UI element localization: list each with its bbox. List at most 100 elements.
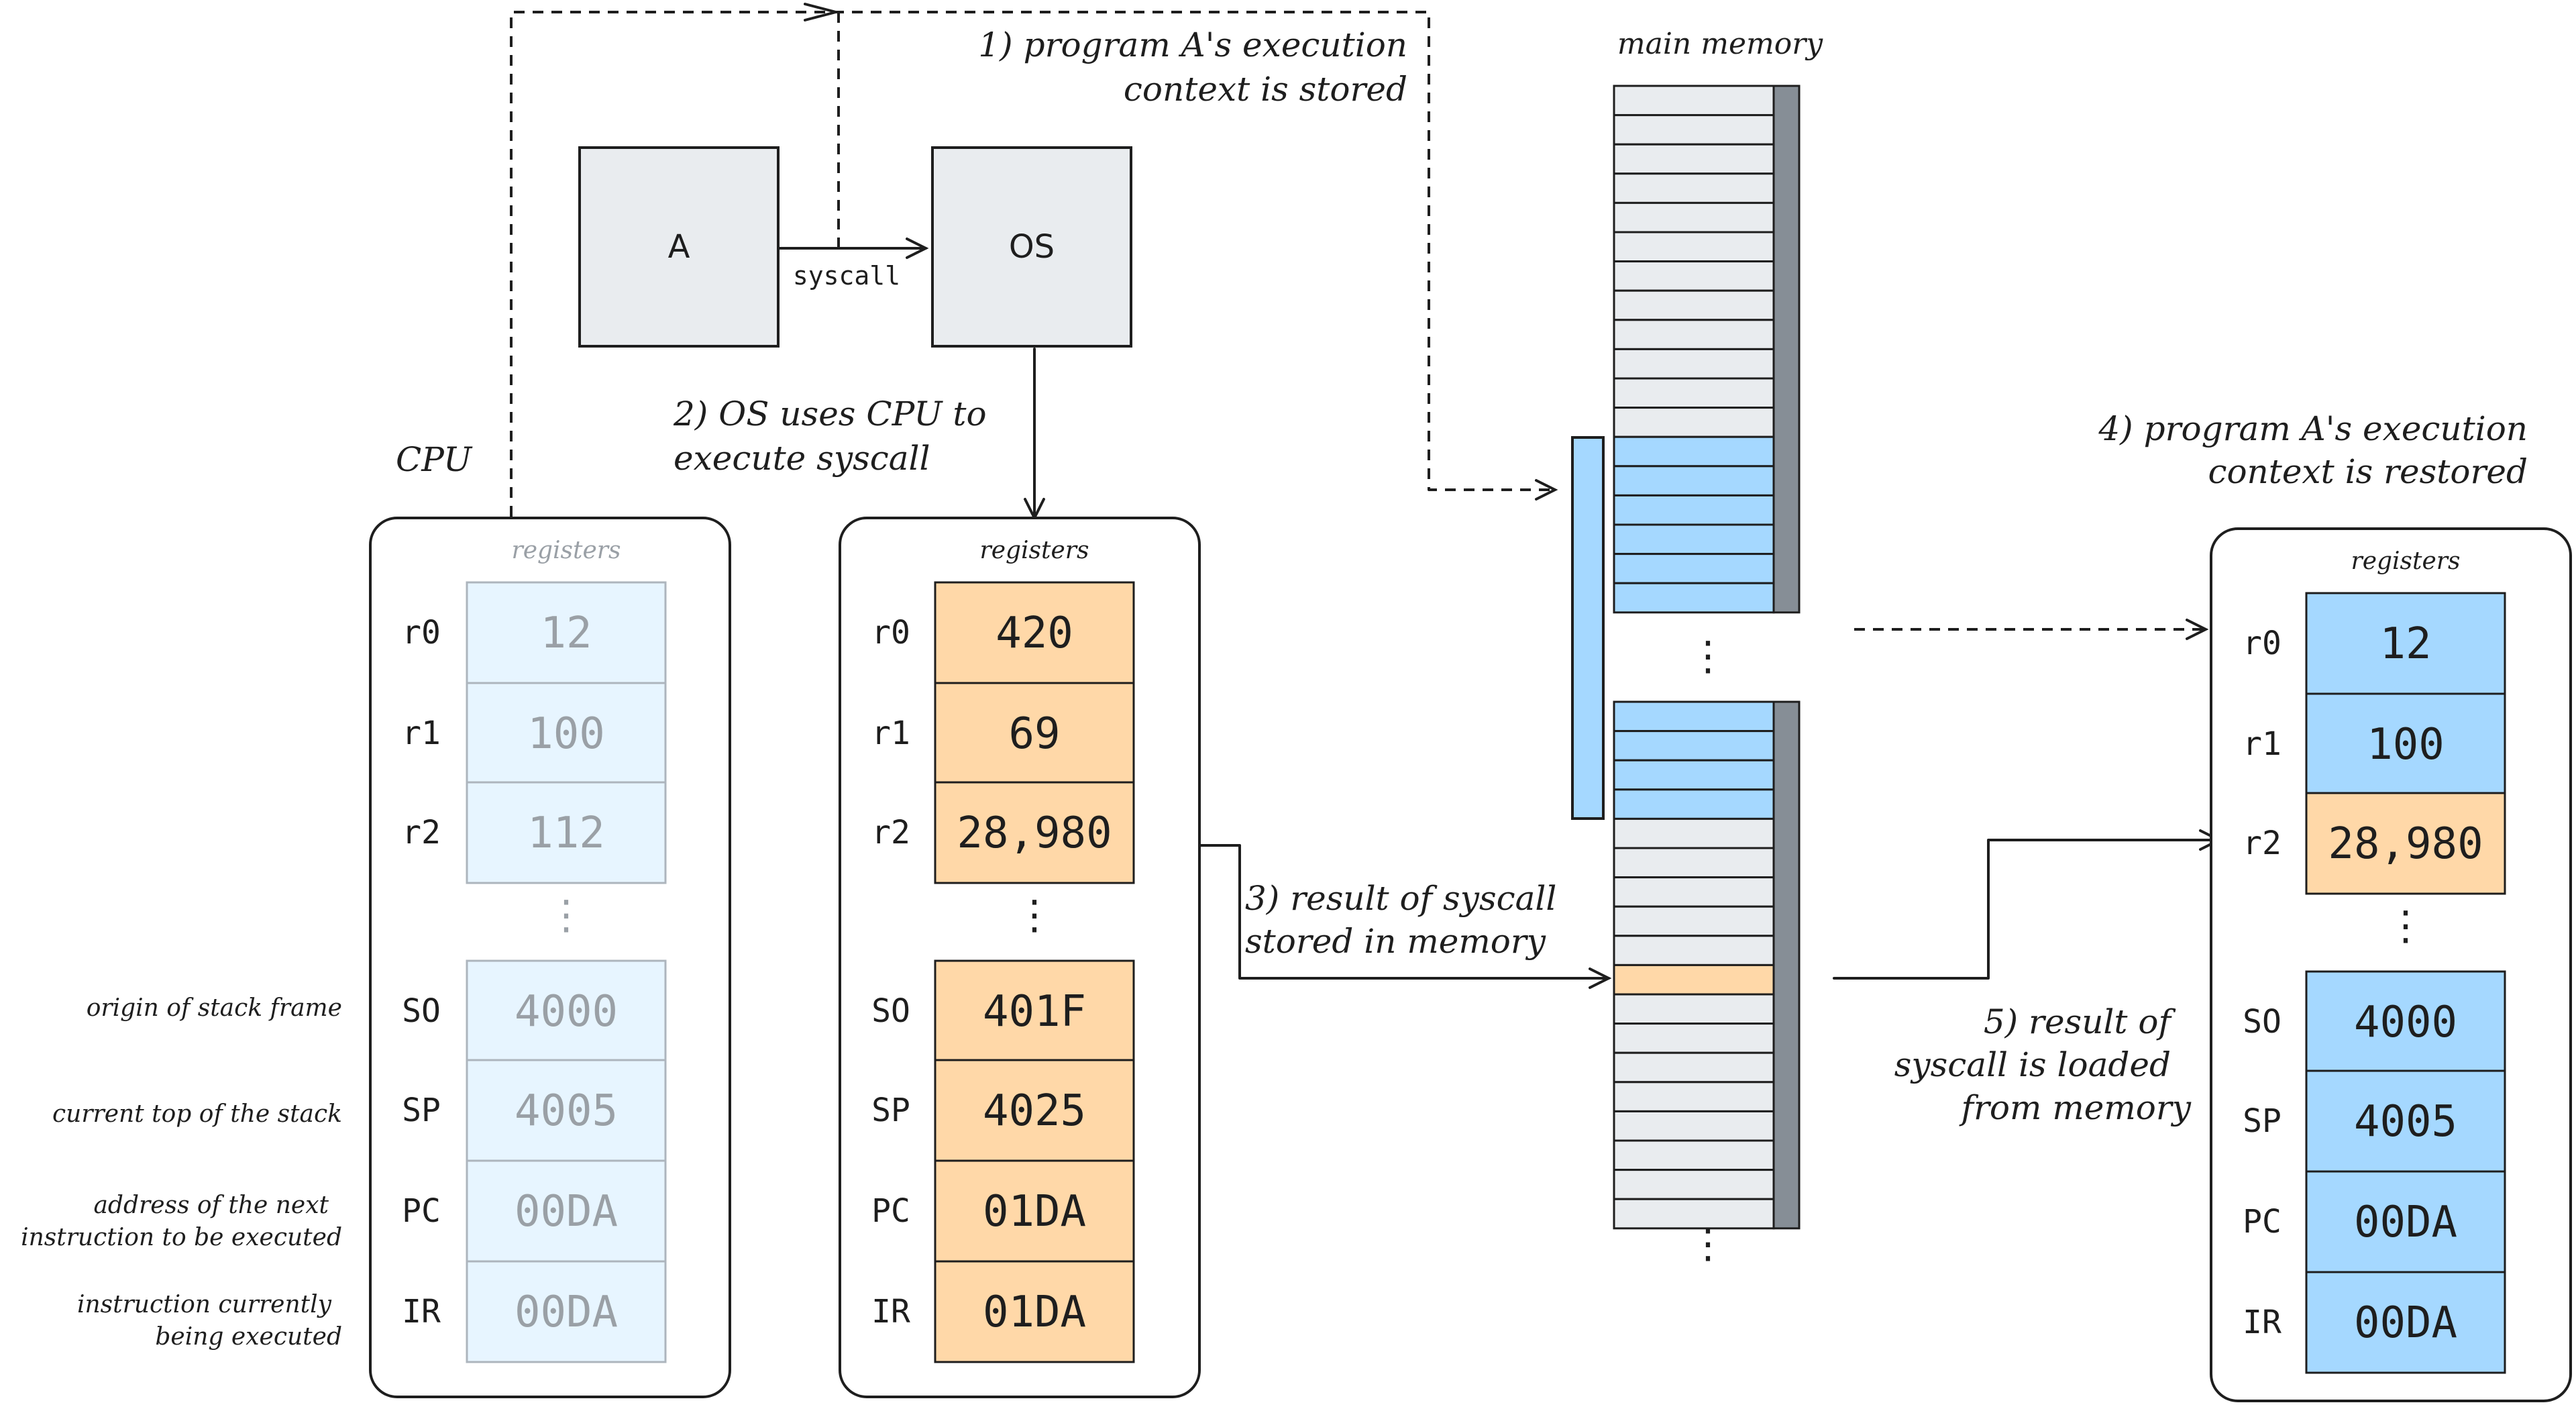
register-value: 4005 [515,1086,618,1136]
memory-cell [1613,759,1775,791]
register-name: SO [402,992,441,1030]
register-value: 28,980 [2328,819,2483,869]
register-value: 420 [996,609,1073,658]
memory-cell [1613,114,1775,146]
step4-label-line2: context is restored [2208,452,2528,491]
memory-cell [1613,319,1775,350]
register-name: PC [2243,1203,2282,1241]
register-value: 12 [2379,619,2431,669]
memory-cell [1613,1110,1775,1142]
pc-annotation-line2: instruction to be executed [21,1224,342,1251]
register-annotations: origin of stack frame current top of the… [21,994,342,1351]
memory-address-bar [1772,85,1801,614]
register-name: r1 [871,715,910,752]
register-value: 112 [527,808,605,858]
register-cell [466,959,667,1063]
memory-cell [1613,377,1775,409]
register-name: IR [2243,1304,2282,1341]
step3-label-line1: 3) result of syscall [1245,879,1556,918]
register-cell [934,682,1135,785]
register-cell [2305,1271,2506,1374]
register-cell [934,1260,1135,1363]
memory-cell [1613,730,1775,762]
memory-cell [1613,582,1775,614]
register-value: 69 [1008,709,1060,759]
memory-ellipsis-bottom: ⋮ [1688,1220,1728,1267]
process-a-label: A [668,228,690,266]
register-value: 00DA [515,1187,618,1237]
register-name: PC [402,1192,441,1230]
memory-cell [1613,465,1775,496]
cpu-title: CPU [396,440,473,479]
sp-annotation: current top of the stack [52,1100,342,1128]
register-value: 00DA [2354,1298,2457,1348]
register-name: SP [2243,1102,2282,1140]
register-cell [2305,692,2506,796]
memory-cell [1613,817,1775,849]
ir-annotation-line1: instruction currently [77,1291,332,1318]
main-memory: main memory ⋮ ⋮ [1571,27,1823,1267]
register-cell [466,682,667,785]
memory-cell [1613,172,1775,204]
register-value: 4000 [515,987,618,1037]
step5-label-line2: syscall is loaded [1894,1045,2171,1084]
register-cell [466,781,667,884]
registers-label: registers [979,537,1089,564]
register-value: 401F [983,987,1086,1037]
register-value: 4005 [2354,1097,2457,1147]
stored-context-bracket [1571,436,1605,820]
memory-cell [1613,201,1775,233]
step3-label-line2: stored in memory [1245,922,1546,961]
register-ellipsis: ⋮ [2385,902,2426,949]
memory-cell [1613,935,1775,966]
os-box: OS [931,146,1132,348]
syscall-label: syscall [793,261,900,291]
register-value: 100 [2367,720,2445,770]
memory-ellipsis-mid: ⋮ [1688,633,1728,680]
ir-annotation-line2: being executed [155,1323,342,1351]
register-name: SO [2243,1003,2282,1041]
memory-upper-block [1613,85,1801,614]
memory-cell [1613,788,1775,820]
register-name: r2 [402,814,441,851]
register-name: r2 [2243,825,2282,862]
register-name: SP [871,1092,910,1129]
register-cell [2305,970,2506,1074]
memory-cell [1613,847,1775,879]
pc-annotation-line1: address of the next [93,1192,329,1219]
step-labels: 1) program A's execution context is stor… [673,25,2528,1127]
memory-cell [1613,905,1775,937]
step1-label-line1: 1) program A's execution [978,25,1407,64]
register-name: SP [402,1092,441,1129]
register-name: r1 [402,715,441,752]
step2-label-line2: execute syscall [674,439,930,478]
register-name: IR [402,1293,441,1330]
memory-cell [1613,523,1775,556]
register-name: r0 [871,614,910,651]
step2-label-line1: 2) OS uses CPU to [673,395,987,433]
register-ellipsis: ⋮ [546,892,586,939]
register-name: r0 [402,614,441,651]
register-cell [934,581,1135,684]
register-cell [466,1159,667,1263]
process-a-box: A [578,146,780,348]
step5-label-line3: from memory [1959,1088,2192,1127]
memory-cell [1613,1051,1775,1084]
memory-cell [1613,435,1775,468]
register-value: 28,980 [957,808,1112,858]
register-ellipsis: ⋮ [1014,892,1055,939]
register-value: 12 [540,609,592,658]
memory-cell [1613,963,1775,996]
register-cell [934,1159,1135,1263]
memory-title: main memory [1617,27,1823,61]
register-value: 00DA [2354,1198,2457,1247]
registers-label: registers [511,537,621,564]
memory-cell [1613,231,1775,263]
memory-cell [1613,407,1775,438]
load-result-arrow [1833,829,2222,980]
memory-cell [1613,85,1775,117]
register-name: r1 [2243,725,2282,763]
register-value: 100 [527,709,605,759]
